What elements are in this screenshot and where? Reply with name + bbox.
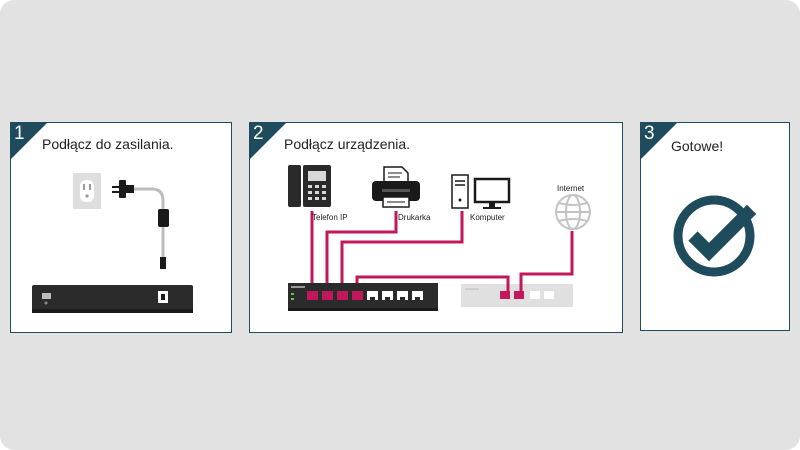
step-3-panel: 3 Gotowe! xyxy=(640,122,790,331)
step-2-corner xyxy=(250,123,286,159)
switch-device xyxy=(32,285,193,313)
step-2-number: 2 xyxy=(253,123,264,144)
step-3-number: 3 xyxy=(644,123,655,144)
printer-icon xyxy=(372,166,420,208)
checkmark-icon xyxy=(673,195,761,277)
power-plug-icon xyxy=(112,180,169,269)
cable-internet xyxy=(519,231,574,295)
step-2-illustration: Telefon IP Drukarka xyxy=(288,165,591,311)
step-2-title: Podłącz urządzenia. xyxy=(284,136,411,152)
cable-computer xyxy=(340,211,464,293)
step-2-panel: 2 Podłącz urządzenia. xyxy=(249,122,623,333)
cable-printer xyxy=(325,211,398,293)
printer-label: Drukarka xyxy=(398,213,431,222)
router-port-internet xyxy=(514,291,524,299)
ip-phone-icon xyxy=(288,165,331,207)
network-cables xyxy=(310,211,574,295)
step-3-title: Gotowe! xyxy=(671,138,724,154)
router-port-uplink xyxy=(500,291,510,299)
switch-ports xyxy=(307,291,423,300)
step-1-illustration xyxy=(32,173,193,313)
computer-icon xyxy=(451,174,511,209)
globe-icon xyxy=(555,194,591,230)
power-outlet-icon xyxy=(73,173,101,209)
step-1-number: 1 xyxy=(14,123,25,144)
step-3-illustration xyxy=(673,195,761,277)
step-1-panel: 1 Podłącz do zasilania. xyxy=(10,122,232,333)
network-switch xyxy=(288,283,438,311)
step-1-corner xyxy=(11,123,47,159)
step-3-corner xyxy=(641,123,677,159)
internet-label: Internet xyxy=(557,184,585,193)
ip-phone-label: Telefon IP xyxy=(312,213,348,222)
computer-label: Komputer xyxy=(470,213,505,222)
step-1-title: Podłącz do zasilania. xyxy=(42,136,174,152)
